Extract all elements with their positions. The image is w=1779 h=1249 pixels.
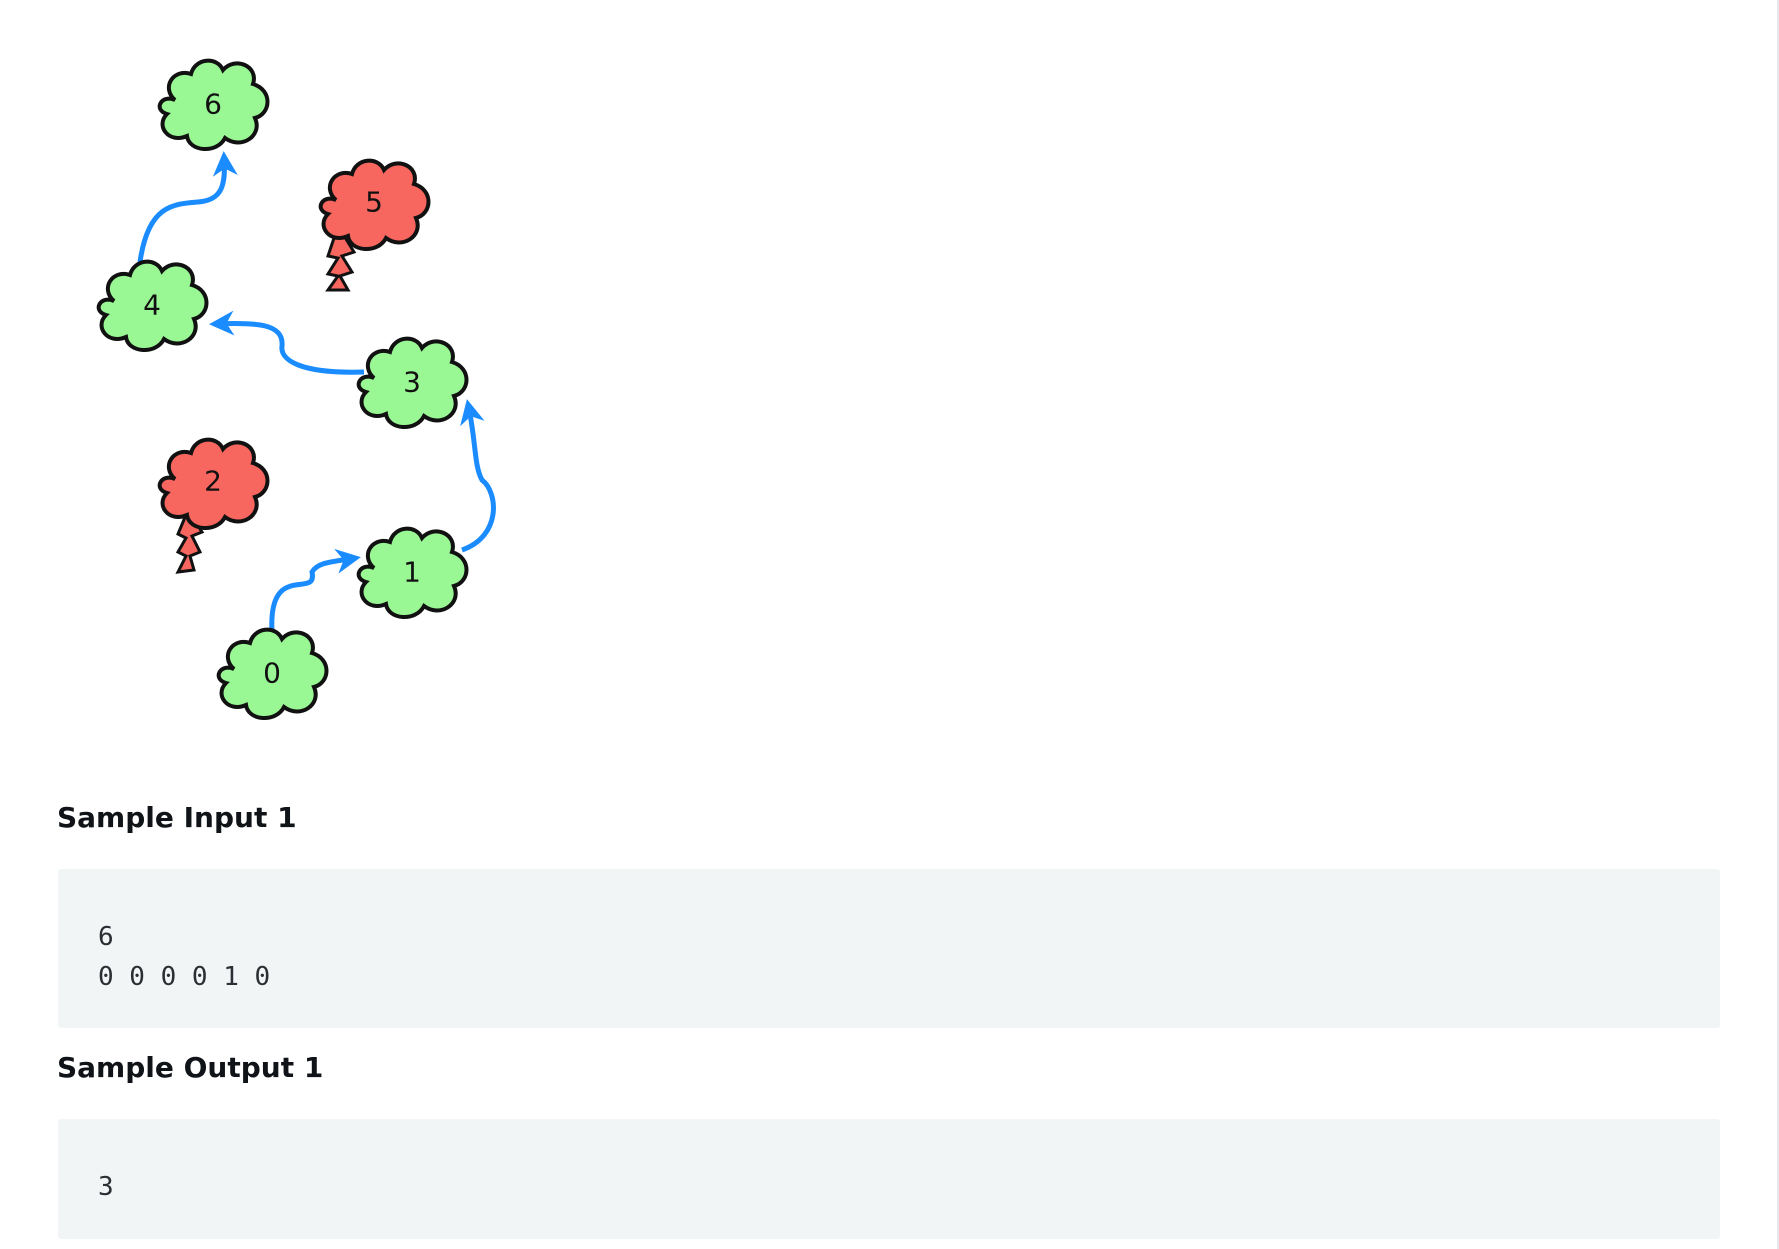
cloud-node-6: 6	[157, 58, 270, 152]
cloud-node-1: 1	[356, 526, 469, 620]
edge-0-1	[269, 548, 361, 633]
edge-3-4	[209, 310, 365, 375]
lightning-bolt-icon	[325, 222, 357, 292]
cloud-node-4: 4	[96, 259, 209, 353]
sample-output-content: 3	[98, 1172, 114, 1202]
sample-output-heading: Sample Output 1	[57, 1051, 324, 1084]
cloud-label: 5	[365, 186, 383, 219]
cloud-label: 3	[403, 366, 421, 399]
sample-output-box[interactable]: 3	[58, 1119, 1720, 1239]
cloud-node-2: 2	[157, 437, 270, 531]
edge-4-6	[137, 151, 238, 263]
cloud-label: 6	[204, 88, 222, 121]
edges	[137, 151, 496, 633]
cloud-graph-diagram: 6 5 4 3 2 1 0	[96, 58, 496, 721]
sample-input-heading: Sample Input 1	[57, 801, 297, 834]
scrollbar-edge	[1777, 0, 1779, 1249]
cloud-node-3: 3	[356, 336, 469, 430]
cloud-label: 0	[263, 657, 281, 690]
edge-1-3	[460, 399, 496, 553]
sample-input-box[interactable]: 6 0 0 0 0 1 0	[58, 869, 1720, 1028]
cloud-label: 1	[403, 556, 421, 589]
cloud-label: 2	[204, 465, 222, 498]
cloud-label: 4	[143, 289, 161, 322]
cloud-node-5: 5	[318, 158, 431, 252]
sample-input-content: 6 0 0 0 0 1 0	[98, 922, 271, 992]
cloud-node-0: 0	[216, 627, 329, 721]
